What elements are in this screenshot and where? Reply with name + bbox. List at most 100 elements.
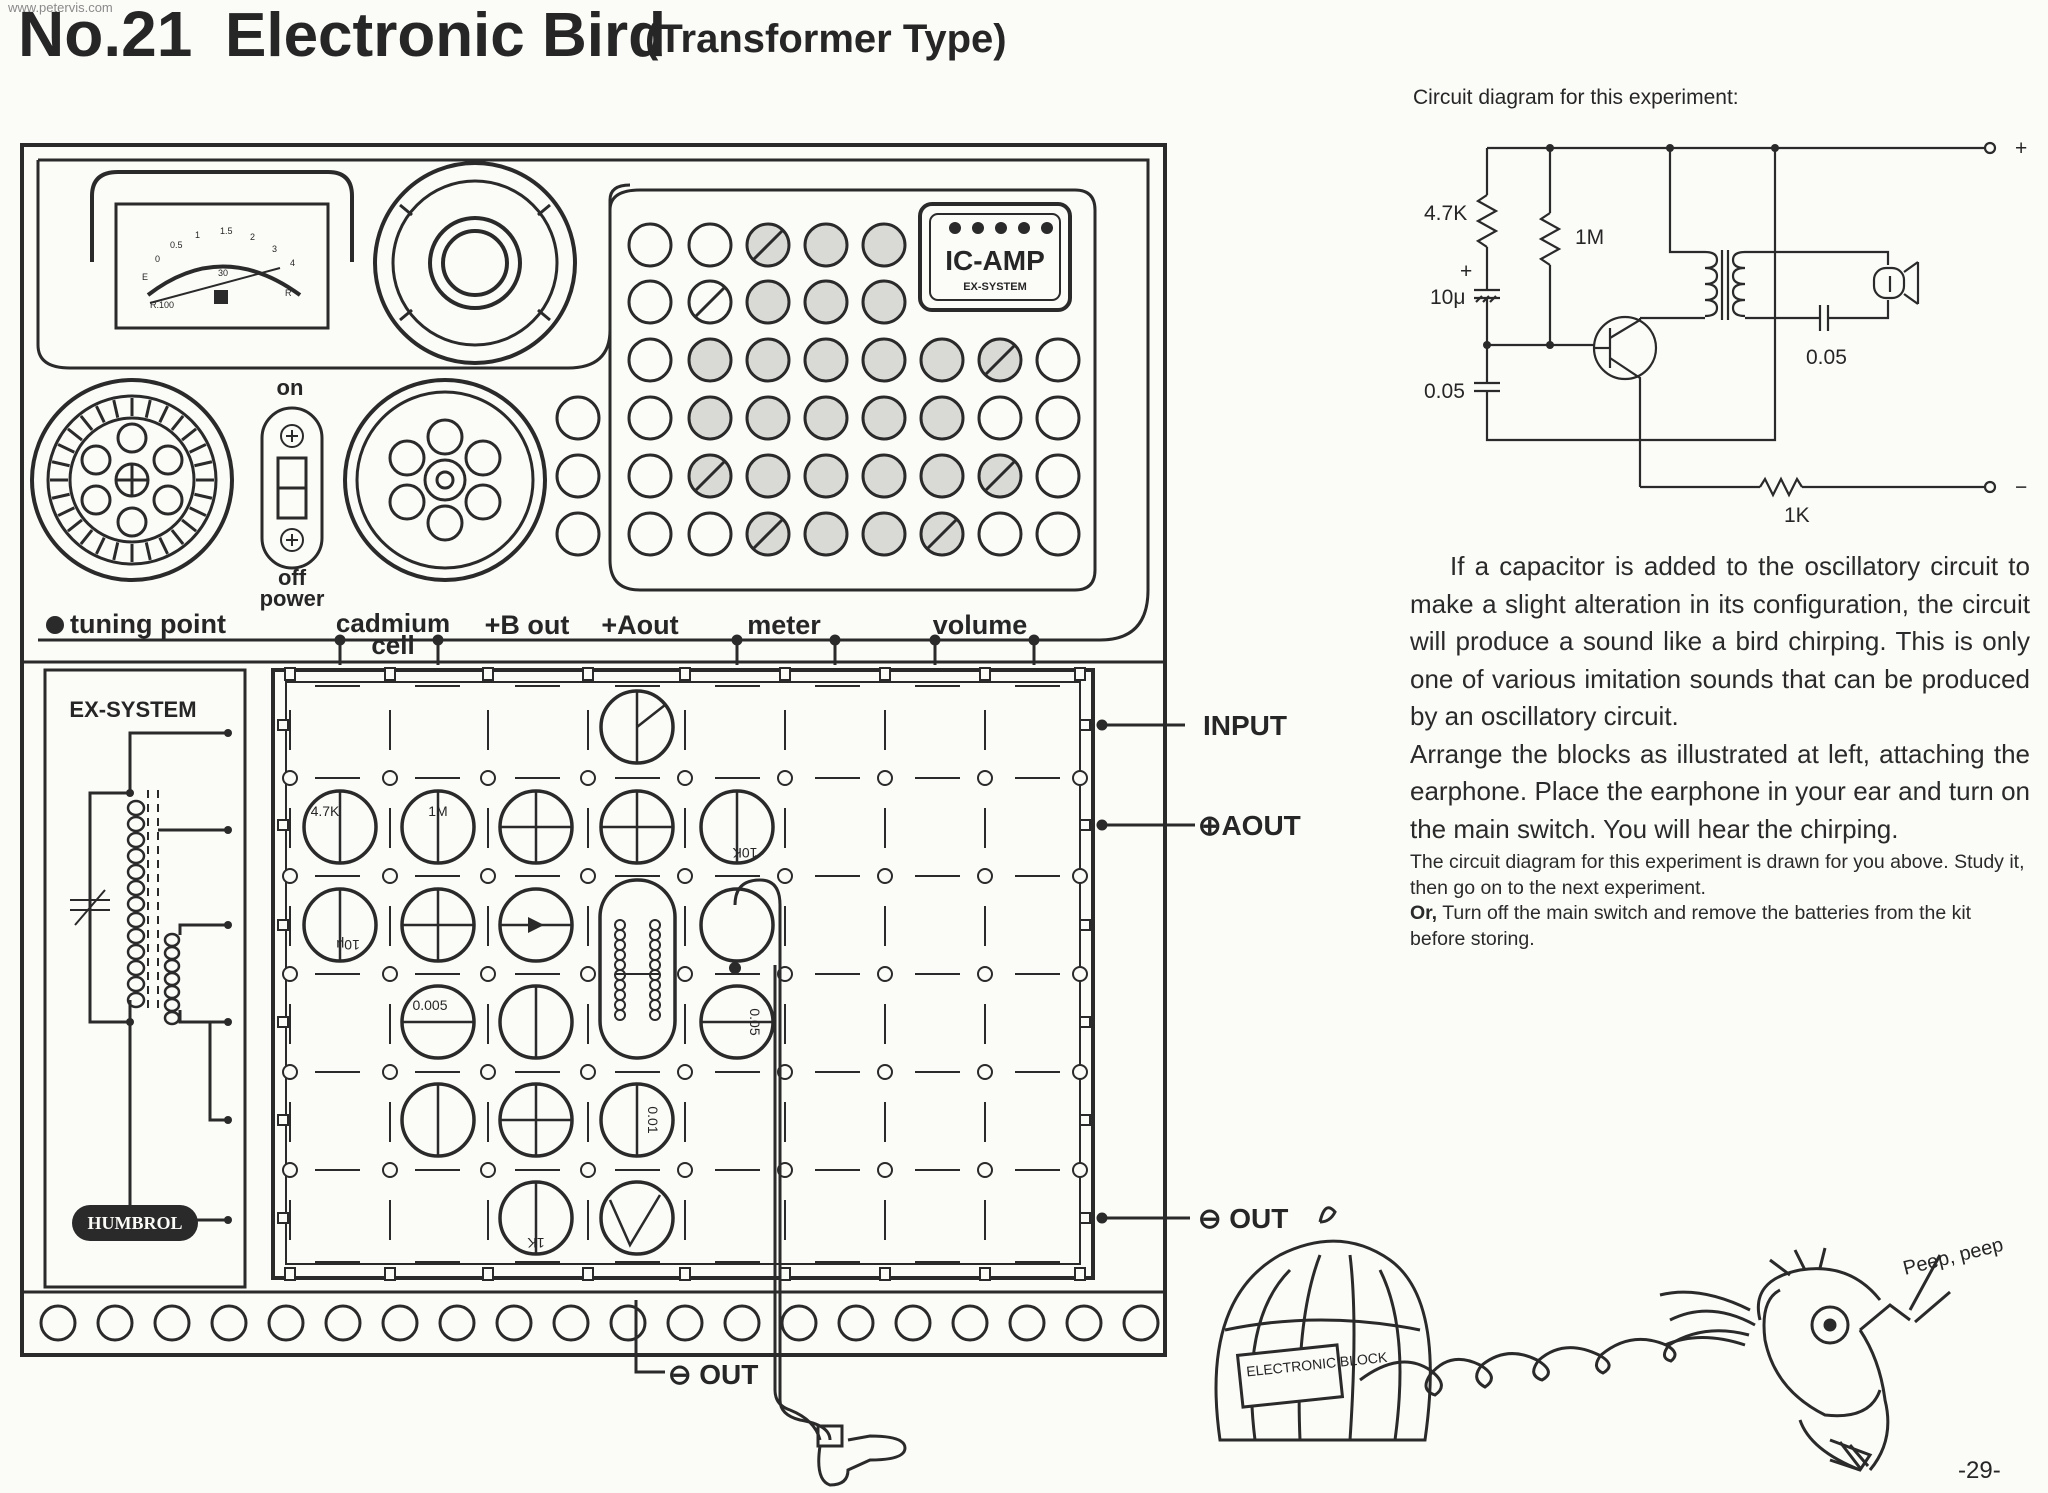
cartoon-illustration: ELECTRONIC BLOCK Peep, peep (1214, 1206, 2005, 1472)
kit-frame (20, 143, 1167, 1357)
panel-socket[interactable] (1035, 395, 1081, 441)
ex-system-label: EX-SYSTEM (69, 697, 196, 722)
meter-scale-e: E (142, 272, 148, 282)
bottom-socket[interactable] (39, 1304, 77, 1342)
block-value-label: 0.05 (747, 1008, 763, 1035)
bottom-socket[interactable] (381, 1304, 419, 1342)
panel-socket[interactable] (1035, 511, 1081, 557)
bottom-socket[interactable] (894, 1304, 932, 1342)
ic-amp-sublabel: EX-SYSTEM (963, 281, 1027, 293)
panel-labels: tuning point cadmium cell +B out +Aout m… (46, 608, 1040, 665)
panel-socket[interactable] (1035, 453, 1081, 499)
power-switch[interactable]: on off power (260, 375, 325, 611)
panel-socket[interactable] (555, 511, 601, 557)
block-value-label: 0.005 (412, 997, 447, 1013)
bottom-socket[interactable] (495, 1304, 533, 1342)
panel-socket[interactable] (977, 395, 1023, 441)
earphone-icon (816, 1424, 907, 1487)
panel-socket[interactable] (861, 222, 907, 268)
block-value-label: 4.7K (311, 803, 340, 819)
bottom-socket[interactable] (1065, 1304, 1103, 1342)
panel-socket[interactable] (687, 279, 733, 325)
block-value-label: 0.01 (645, 1106, 661, 1133)
panel-socket[interactable] (687, 222, 733, 268)
panel-socket[interactable] (687, 337, 733, 383)
bottom-socket[interactable] (666, 1304, 704, 1342)
bottom-socket[interactable] (780, 1304, 818, 1342)
panel-socket[interactable] (627, 511, 673, 557)
bottom-socket[interactable] (438, 1304, 476, 1342)
block-transformer[interactable] (598, 878, 677, 1060)
cadmium-label: cadmium (336, 608, 450, 638)
panel-socket[interactable] (745, 453, 791, 499)
panel-socket[interactable] (919, 453, 965, 499)
panel-socket[interactable] (803, 222, 849, 268)
circuit-r1-label: 4.7K (1424, 202, 1467, 225)
block-wire-zigzag[interactable] (599, 1180, 675, 1256)
panel-socket[interactable] (803, 279, 849, 325)
out-right-label: ⊖ OUT (1198, 1203, 1288, 1234)
block-value-label: 10μ (336, 937, 360, 953)
circuit-r3-label: 1K (1784, 504, 1810, 527)
panel-socket[interactable] (803, 395, 849, 441)
panel-socket[interactable] (555, 453, 601, 499)
panel-socket[interactable] (803, 511, 849, 557)
circuit-diagram: + − 4.7K 1M + 10μ 0.05 0.05 1K (1424, 137, 2027, 527)
bottom-socket[interactable] (609, 1304, 647, 1342)
panel-socket[interactable] (627, 453, 673, 499)
panel-socket[interactable] (803, 453, 849, 499)
bottom-socket[interactable] (153, 1304, 191, 1342)
meter-scale-1: 1 (195, 230, 200, 240)
bottom-socket[interactable] (210, 1304, 248, 1342)
panel-socket[interactable] (627, 279, 673, 325)
panel-socket[interactable] (861, 337, 907, 383)
block-wire-bend[interactable] (699, 887, 775, 963)
bottom-socket[interactable] (1008, 1304, 1046, 1342)
watermark: www.petervis.com (7, 0, 113, 15)
bottom-socket[interactable] (723, 1304, 761, 1342)
block-value-label: 10K (732, 845, 758, 861)
bottom-socket-row (39, 1304, 1160, 1342)
bottom-socket[interactable] (552, 1304, 590, 1342)
panel-socket[interactable] (555, 395, 601, 441)
panel-socket[interactable] (861, 511, 907, 557)
bottom-socket[interactable] (267, 1304, 305, 1342)
meter-scale-30: 30 (218, 268, 228, 278)
brand-logo: HUMBROL (87, 1213, 182, 1233)
switch-off-label: off (278, 565, 307, 590)
panel-socket[interactable] (1035, 337, 1081, 383)
panel-socket[interactable] (861, 279, 907, 325)
bottom-socket[interactable] (951, 1304, 989, 1342)
instructions-paragraph: Arrange the blocks as illustrated at lef… (1410, 738, 2030, 844)
panel-socket[interactable] (627, 222, 673, 268)
panel-socket[interactable] (803, 337, 849, 383)
experiment-subtitle: (Transformer Type) (645, 17, 1007, 61)
page-number: -29- (1958, 1457, 2001, 1484)
panel-socket[interactable] (745, 337, 791, 383)
bottom-socket[interactable] (1122, 1304, 1160, 1342)
panel-socket[interactable] (745, 279, 791, 325)
input-label: INPUT (1203, 710, 1287, 741)
bottom-socket[interactable] (324, 1304, 362, 1342)
boy-with-earphone (1659, 1247, 1951, 1472)
panel-socket[interactable] (861, 395, 907, 441)
panel-socket[interactable] (919, 395, 965, 441)
study-note: The circuit diagram for this experiment … (1410, 851, 2025, 899)
panel-socket[interactable] (627, 337, 673, 383)
panel-socket[interactable] (861, 453, 907, 499)
bottom-socket[interactable] (837, 1304, 875, 1342)
bottom-socket[interactable] (96, 1304, 134, 1342)
power-label: power (260, 586, 325, 611)
meter-scale-0: 0 (155, 254, 160, 264)
panel-socket[interactable] (919, 337, 965, 383)
panel-socket[interactable] (627, 395, 673, 441)
panel-socket[interactable] (687, 395, 733, 441)
panel-socket[interactable] (745, 395, 791, 441)
aout-label: +Aout (601, 610, 678, 640)
panel-socket[interactable] (977, 511, 1023, 557)
meter-display: E 0 0.5 1 1.5 2 3 4 R.100 30 R (90, 170, 354, 330)
meter-scale-15: 1.5 (220, 226, 233, 236)
panel-socket[interactable] (687, 511, 733, 557)
instructions-text: If a capacitor is added to the oscillato… (1410, 548, 2030, 952)
